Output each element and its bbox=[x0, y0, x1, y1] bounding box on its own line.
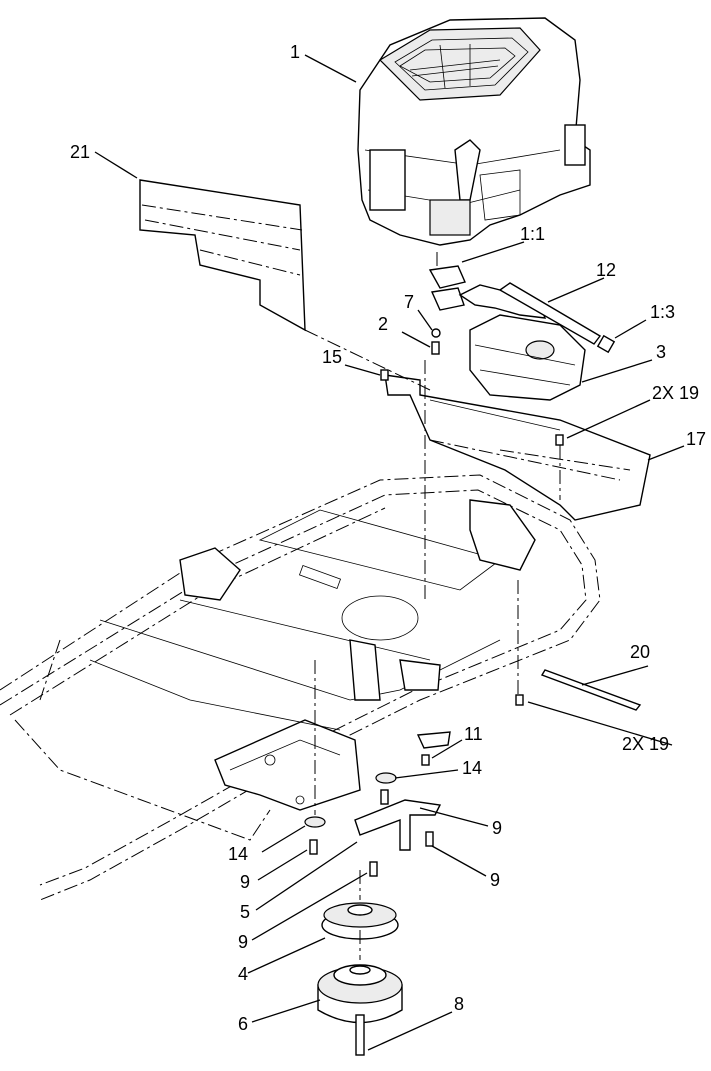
callout-labels: 1 21 1:1 12 7 2 1:3 3 15 2X 19 17 20 2X … bbox=[70, 42, 706, 1034]
leader-lines bbox=[94, 54, 685, 1051]
callout-9-right: 9 bbox=[490, 870, 500, 890]
callout-17: 17 bbox=[686, 429, 706, 449]
callout-11: 11 bbox=[464, 724, 483, 744]
callout-2x19-upper: 2X 19 bbox=[652, 383, 699, 403]
callout-9-bracket: 9 bbox=[492, 818, 502, 838]
assembly-centerlines bbox=[304, 252, 561, 960]
hardware bbox=[304, 328, 642, 877]
callout-2x19-lower: 2X 19 bbox=[622, 734, 669, 754]
exhaust-assembly bbox=[428, 265, 616, 354]
callout-9-left: 9 bbox=[240, 872, 250, 892]
muffler bbox=[469, 314, 586, 401]
pulley bbox=[321, 902, 399, 940]
callout-21: 21 bbox=[70, 142, 90, 162]
electric-clutch bbox=[317, 964, 403, 1056]
callout-1-1: 1:1 bbox=[520, 224, 545, 244]
callout-5: 5 bbox=[240, 902, 250, 922]
callout-7: 7 bbox=[404, 292, 414, 312]
callout-6: 6 bbox=[238, 1014, 248, 1034]
callout-14-right: 14 bbox=[462, 758, 482, 778]
callout-12: 12 bbox=[596, 260, 616, 280]
callout-20: 20 bbox=[630, 642, 650, 662]
callout-2: 2 bbox=[378, 314, 388, 334]
heat-shield bbox=[139, 179, 306, 332]
callout-8: 8 bbox=[454, 994, 464, 1014]
engine-mount-plate bbox=[384, 374, 651, 521]
callout-1-3: 1:3 bbox=[650, 302, 675, 322]
callout-4: 4 bbox=[238, 964, 248, 984]
engine bbox=[357, 17, 591, 246]
callout-14-left: 14 bbox=[228, 844, 248, 864]
mower-frame bbox=[0, 474, 601, 901]
callout-1: 1 bbox=[290, 42, 300, 62]
callout-9-lower: 9 bbox=[238, 932, 248, 952]
callout-3: 3 bbox=[656, 342, 666, 362]
callout-15: 15 bbox=[322, 347, 342, 367]
